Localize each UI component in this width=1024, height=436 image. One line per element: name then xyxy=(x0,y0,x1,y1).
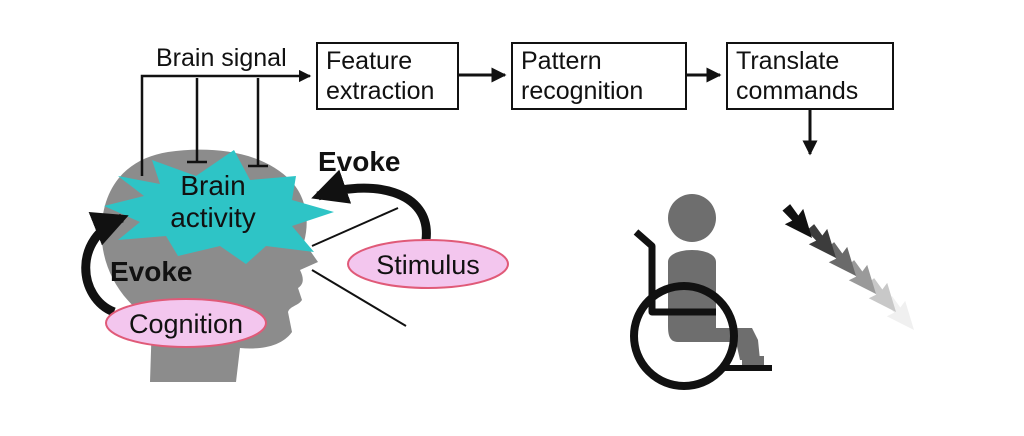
pattern-recognition-box: Pattern recognition xyxy=(511,42,687,110)
gaze-line-lower xyxy=(311,269,407,327)
starburst-icon xyxy=(104,150,334,264)
brain-activity-label: Brain activity xyxy=(138,170,288,234)
pattern-recognition-line1: Pattern xyxy=(521,47,602,75)
evoke-label-top: Evoke xyxy=(318,146,401,177)
feature-extraction-line1: Feature xyxy=(326,47,413,75)
pattern-recognition-line2: recognition xyxy=(521,77,644,105)
evoke-arrow-stimulus xyxy=(311,169,431,241)
feature-extraction-line2: extraction xyxy=(326,77,435,105)
feature-extraction-box: Feature extraction xyxy=(316,42,459,110)
brain-signal-label: Brain signal xyxy=(156,44,287,72)
stimulus-label: Stimulus xyxy=(376,250,480,280)
brain-activity-line2: activity xyxy=(170,202,256,233)
evoke-arrow-cognition xyxy=(81,212,129,317)
evoke-label-left: Evoke xyxy=(110,256,193,287)
cognition-label: Cognition xyxy=(128,309,244,339)
mouse-cursor-trail-icon xyxy=(782,204,914,330)
cognition-ellipse xyxy=(105,298,267,348)
brain-activity-line1: Brain xyxy=(180,170,246,201)
translate-commands-box: Translate commands xyxy=(726,42,894,110)
translate-commands-line1: Translate xyxy=(736,47,840,75)
translate-commands-line2: commands xyxy=(736,77,859,105)
stimulus-ellipse xyxy=(347,239,509,289)
wheelchair-user-icon xyxy=(630,194,772,390)
signal-line-left xyxy=(140,69,312,176)
gaze-line-upper xyxy=(311,207,399,247)
